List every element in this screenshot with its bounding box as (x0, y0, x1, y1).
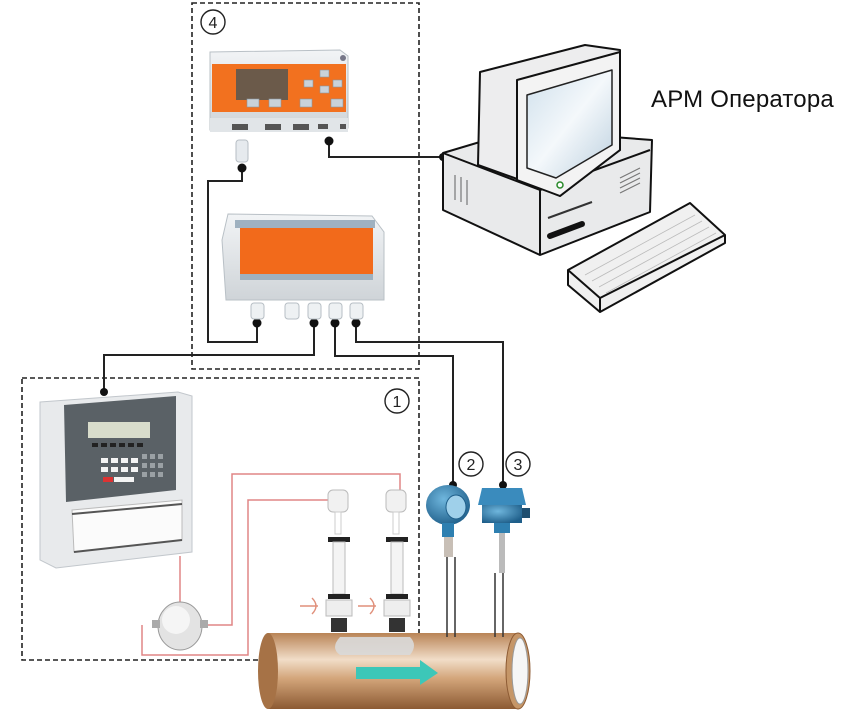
operator-workstation-label: АРМ Оператора (651, 86, 834, 113)
flow-direction-arrow (356, 660, 438, 685)
wire-junction-to-flowmeter (103, 323, 315, 392)
controller-display-unit (209, 49, 349, 163)
flowmeter-lcd (88, 422, 150, 438)
signal-line-to-transducer-2 (198, 473, 401, 626)
wire-display-to-pc (328, 141, 443, 158)
pipeline (258, 632, 531, 710)
controller-lcd (236, 69, 288, 100)
ultrasonic-transducer-1 (300, 489, 353, 632)
junction-box (221, 213, 385, 320)
wiring (103, 141, 504, 485)
callout-4: 4 (200, 9, 226, 35)
callout-3: 3 (505, 451, 531, 477)
wire-junction-to-temperature (355, 323, 504, 485)
svg-text:2: 2 (467, 457, 476, 474)
keyboard-keys (584, 214, 717, 294)
signal-line-to-transducer-1 (141, 499, 328, 656)
callout-2: 2 (458, 451, 484, 477)
pressure-transmitter (426, 485, 470, 637)
round-signal-converter (152, 601, 208, 651)
svg-text:3: 3 (514, 457, 523, 474)
flowmeter-electronic-unit (39, 391, 193, 569)
flowmeter-group-boundary (21, 377, 420, 661)
temperature-transmitter (478, 488, 530, 637)
svg-text:1: 1 (393, 394, 402, 411)
ultrasonic-transducer-2 (358, 489, 411, 632)
wire-junction-to-pressure (334, 323, 454, 485)
callout-1: 1 (384, 388, 410, 414)
svg-text:4: 4 (209, 15, 218, 32)
junction-box-orange-panel (240, 228, 373, 274)
wire-display-to-junction (207, 168, 258, 343)
controller-group-boundary (191, 2, 420, 370)
